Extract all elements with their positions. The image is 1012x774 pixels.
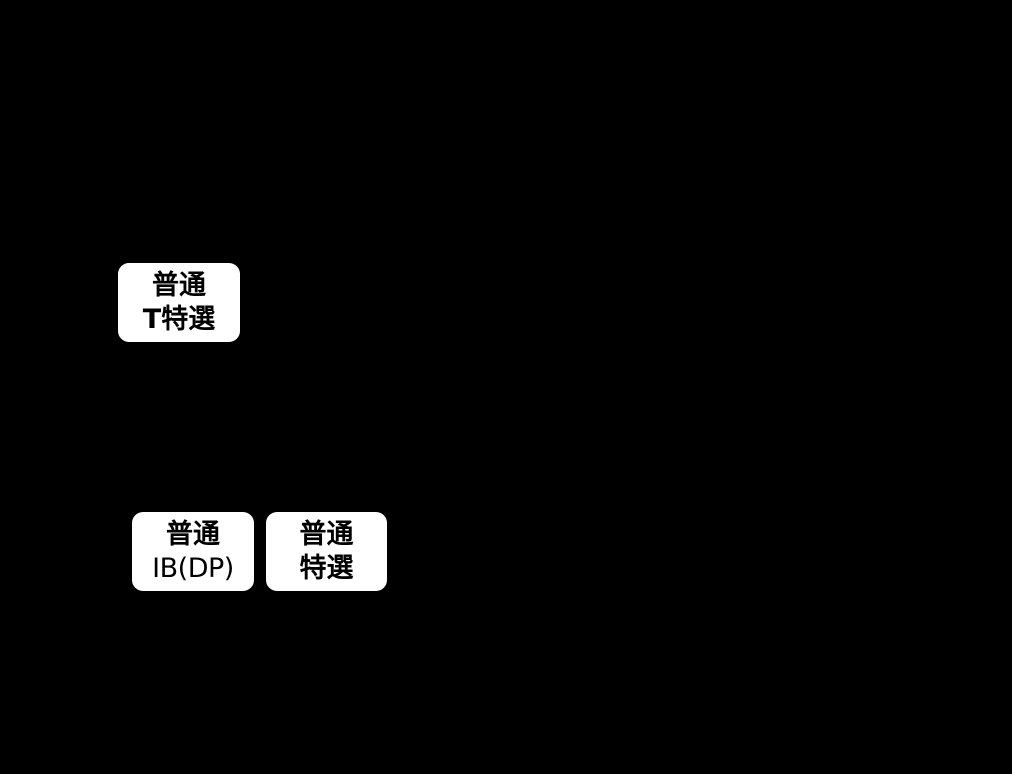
label-futsu-tokusen: 普通 特選 <box>266 512 387 591</box>
label-futsu-ib-dp: 普通 IB(DP) <box>132 512 254 591</box>
label-futsu-t-tokusen: 普通 T特選 <box>118 263 240 342</box>
label-line: 普通 <box>299 518 354 550</box>
label-line: T特選 <box>142 303 216 335</box>
label-line: IB(DP) <box>152 552 234 584</box>
label-line: 特選 <box>299 552 354 584</box>
label-line: 普通 <box>166 518 220 550</box>
label-line: 普通 <box>152 269 206 301</box>
